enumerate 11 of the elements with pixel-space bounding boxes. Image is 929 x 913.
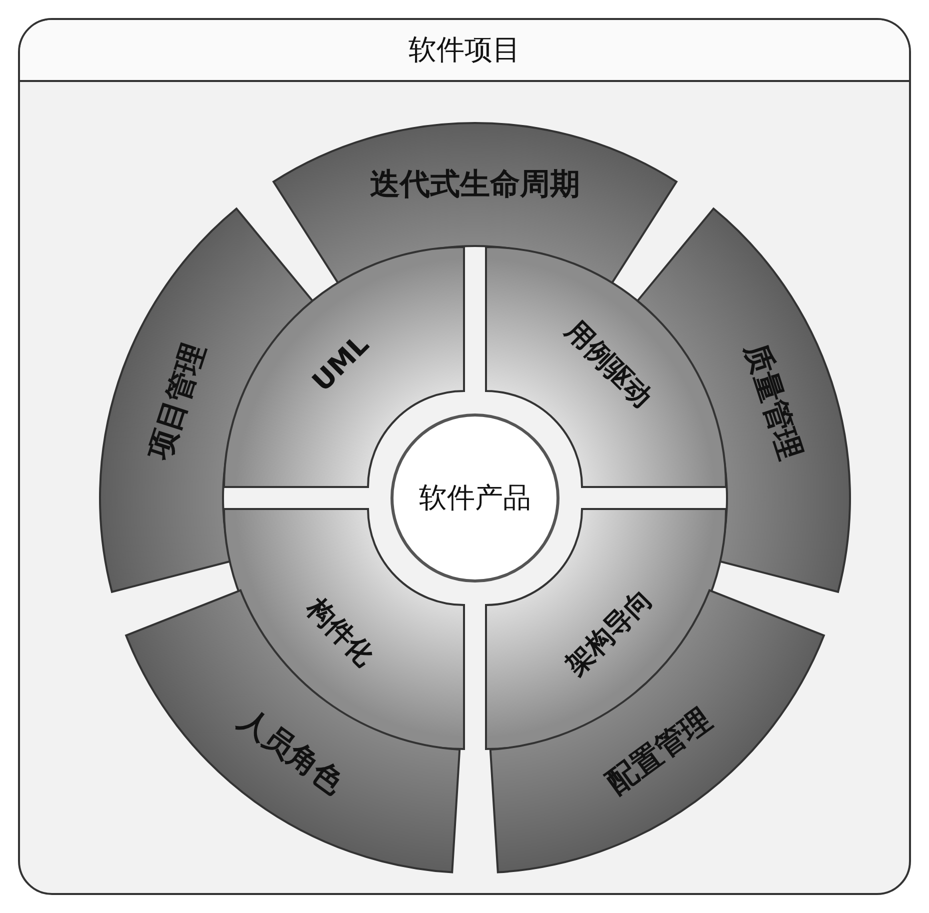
segment-label: 项目管理 [140, 338, 214, 464]
segment-label: 构件化 [300, 592, 382, 674]
frame-heading: 软件项目 [20, 20, 909, 82]
segment-label: 迭代式生命周期 [370, 166, 580, 204]
segment-label: 架构导向 [559, 582, 660, 683]
segment-label: 人员角色 [230, 701, 351, 804]
segment-label: 软件产品 [419, 480, 531, 516]
project-frame [18, 18, 911, 895]
segment-label: 质量管理 [736, 338, 810, 464]
segment-label: 用例驱动 [558, 314, 659, 415]
segment-label: 配置管理 [599, 701, 720, 804]
